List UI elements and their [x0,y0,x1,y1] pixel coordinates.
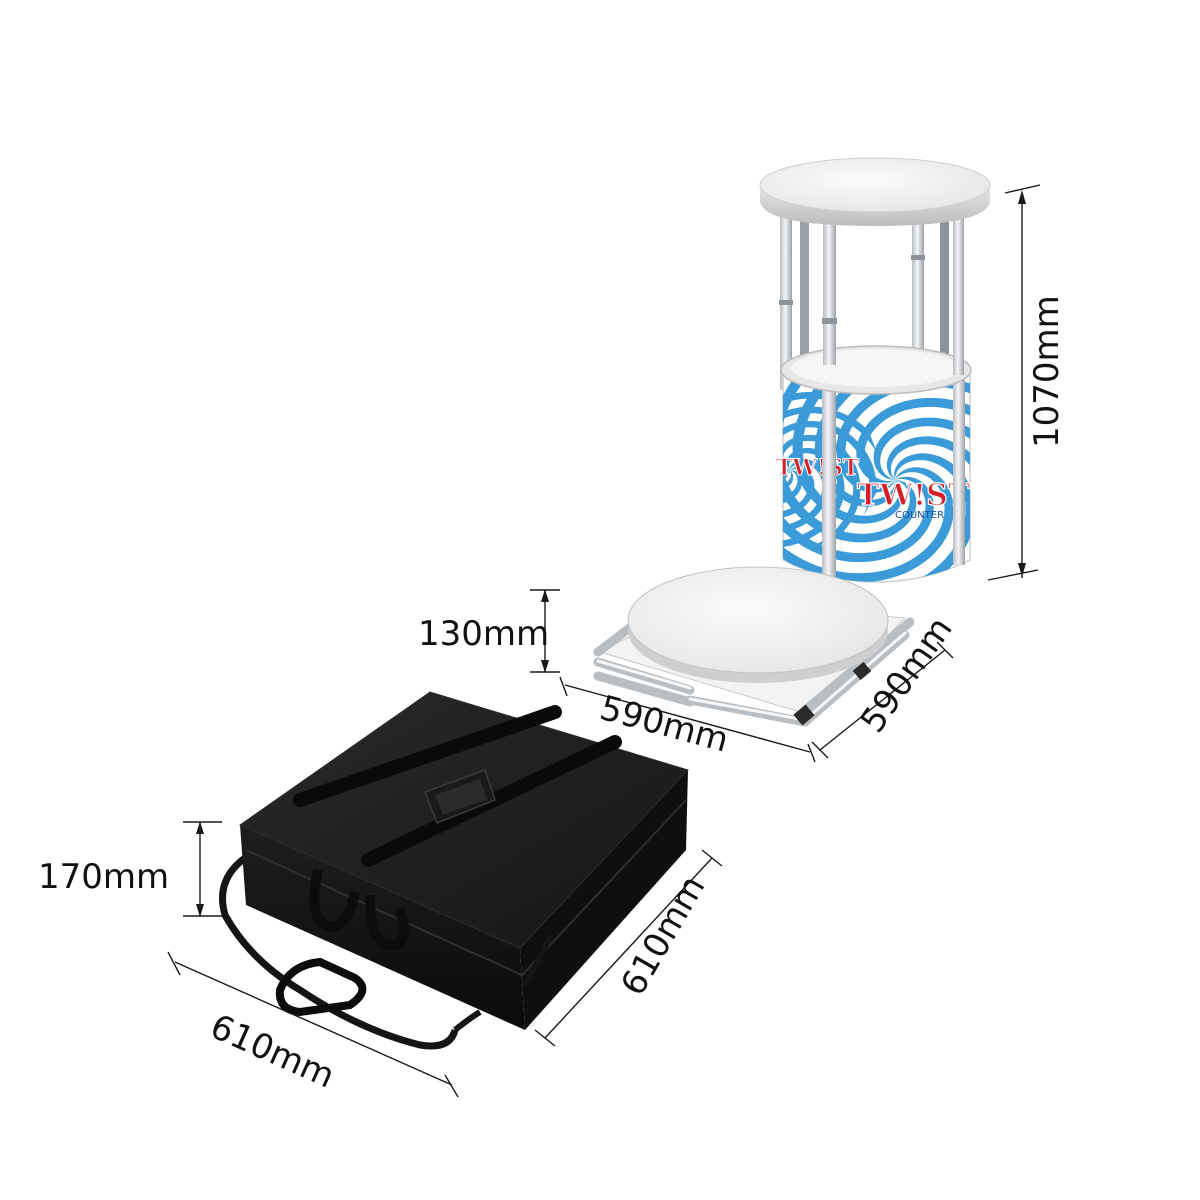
logo-text-side: TW!ST [776,455,860,481]
counter-pole-front-right [953,370,965,565]
swirl-stripe [783,390,802,506]
bag-carry-handle [275,957,367,1017]
bag-front-side [240,825,525,1030]
frame-hinge [852,661,872,681]
counter-tabletop [759,157,991,226]
pole-joint [822,318,837,324]
dim-label-pack-height: 130mm [418,614,549,654]
bag-handle-right [365,894,409,951]
swirl-stripe [873,417,970,582]
counter-pole-upper-front-left [823,215,836,365]
counter-pole-rear-right [912,210,924,370]
bag-right-side [520,770,688,1030]
flat-pack-tabletop [627,566,889,683]
counter-drum: TW!ST COUNTER TW!ST [776,360,971,583]
counter-pole-upper-front-right [953,205,964,375]
pole-joint [911,255,925,260]
pole-joint [779,300,793,305]
swirl-stripe [814,370,970,507]
swirl-stripe [783,434,861,550]
shoulder-strap [219,855,459,1050]
drum-inner-shelf [791,349,961,387]
dim-pack-height: 130mm [418,589,560,673]
assembled-counter: TW!ST COUNTER TW!ST [759,157,991,583]
flat-pack [593,566,915,727]
dim-label-bag-width: 610mm [204,1007,340,1097]
strap-clip [522,933,553,987]
dim-bag-height: 170mm [38,821,222,917]
swirl-stripe [783,467,954,582]
dim-label-counter-height: 1070mm [1027,295,1067,448]
bag-zipper [245,799,687,977]
counter-pole-inner-right [940,215,949,365]
swirl-stripe [783,459,829,534]
counter-pole-front-left [822,360,836,582]
dim-label-bag-height: 170mm [38,857,169,897]
dim-counter-height: 1070mm [987,184,1067,581]
carry-bag [219,691,689,1050]
bag-label-window [424,769,496,824]
logo-subtext: COUNTER [895,510,944,521]
counter-pole-inner-left [800,215,809,375]
frame-hinge [793,704,815,726]
swirl-stripe [783,370,917,543]
bag-handle-left [309,868,360,932]
logo-text: TW!ST [857,478,971,513]
